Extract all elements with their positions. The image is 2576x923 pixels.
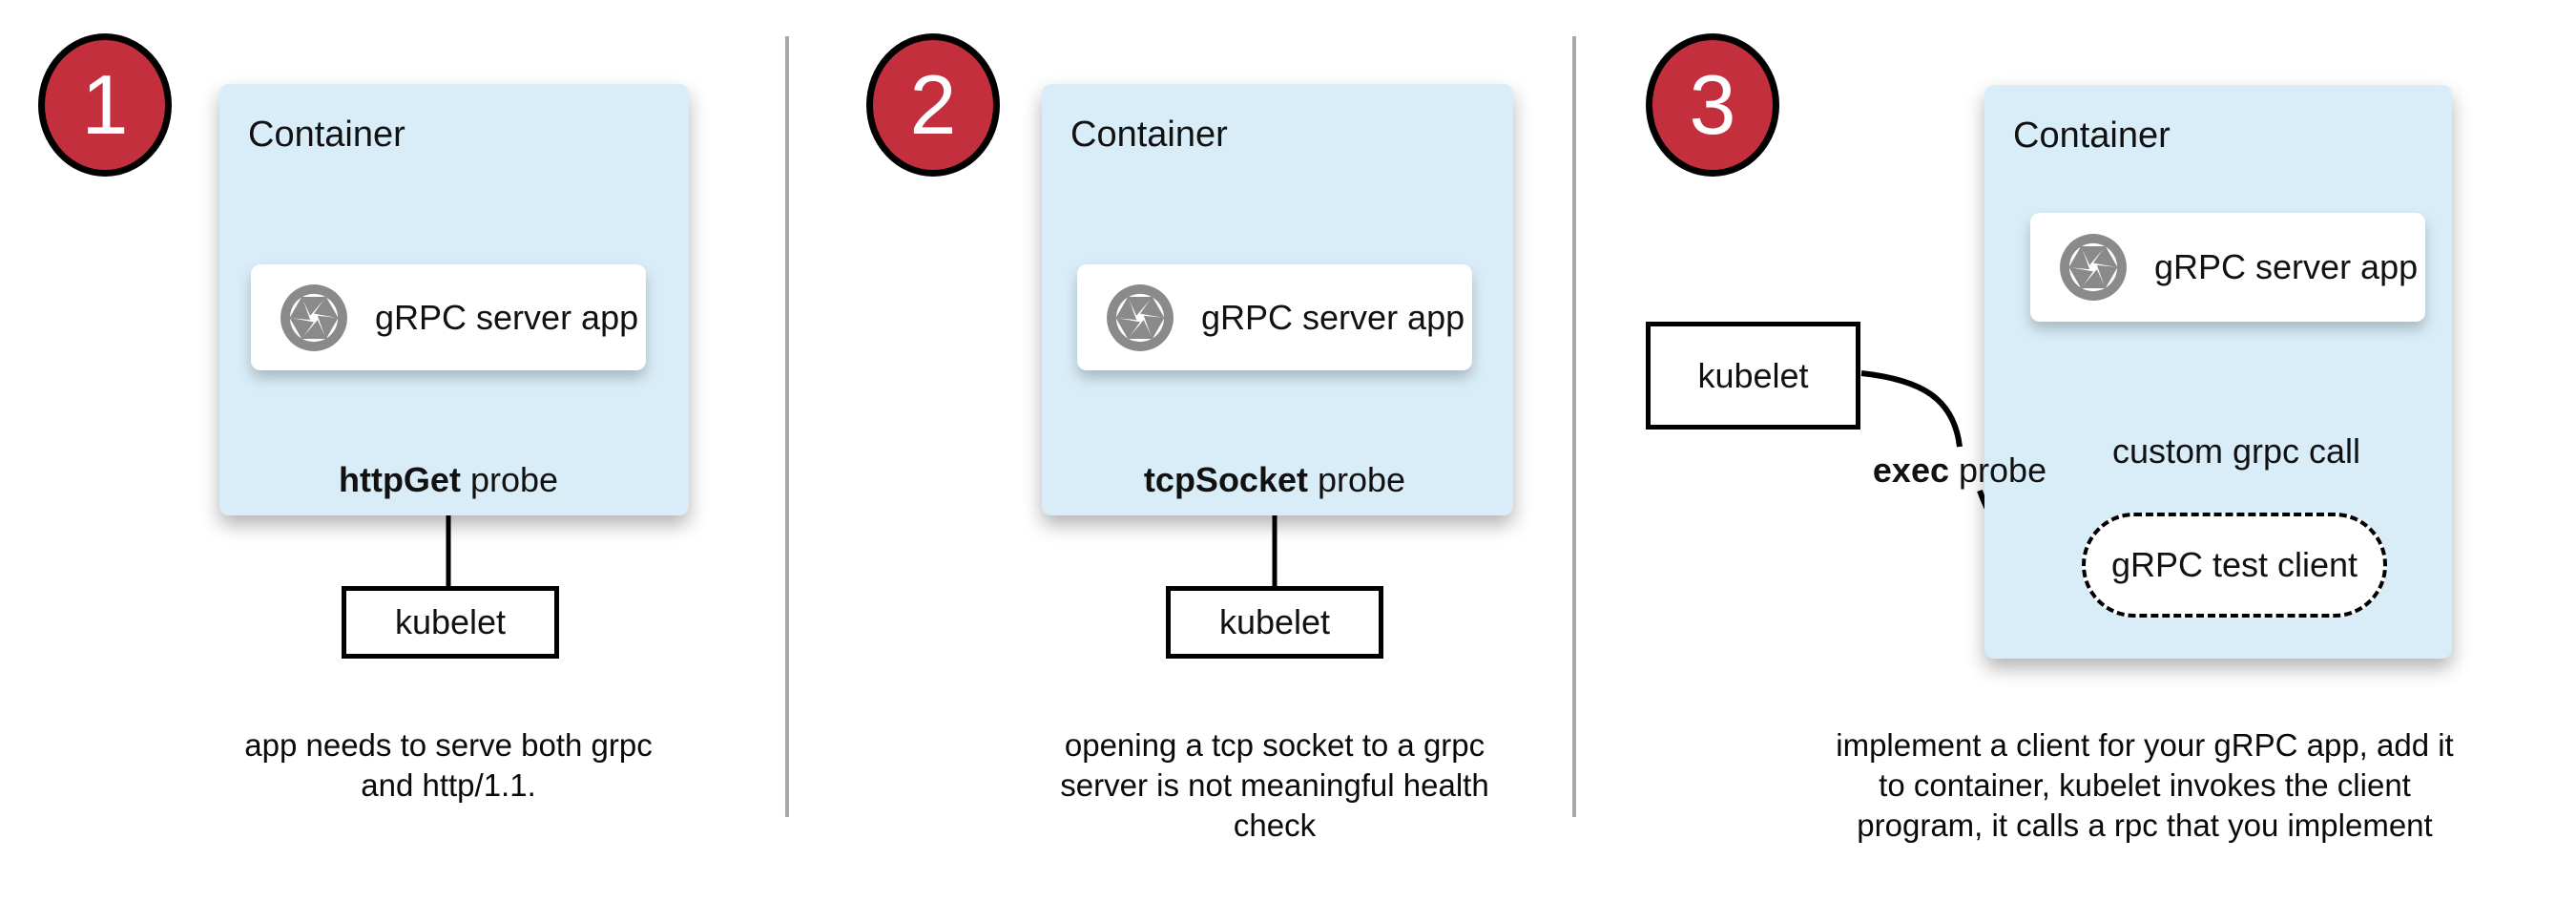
grpc-server-app-card: gRPC server app — [1077, 264, 1472, 370]
panel-divider-2 — [1572, 36, 1576, 817]
grpc-server-app-card: gRPC server app — [251, 264, 646, 370]
step-2-badge: 2 — [866, 33, 1000, 177]
step-1-badge: 1 — [38, 33, 172, 177]
httpget-probe-label: httpGet probe — [339, 460, 558, 500]
container-label: Container — [1070, 115, 1228, 155]
grpc-app-icon — [278, 282, 350, 354]
tcpsocket-probe-label: tcpSocket probe — [1144, 460, 1405, 500]
panel-1-caption: app needs to serve both grpc and http/1.… — [181, 725, 716, 806]
caption-line: implement a client for your gRPC app, ad… — [1836, 727, 2454, 763]
kubelet-box-3: kubelet — [1646, 322, 1860, 430]
kubelet-label: kubelet — [394, 602, 507, 641]
grpc-server-app-label: gRPC server app — [375, 297, 639, 337]
grpc-test-client-box: gRPC test client — [2082, 513, 2387, 618]
step-number: 1 — [81, 57, 129, 152]
container-box-1: Container gRPC server app — [219, 84, 689, 515]
grpc-server-app-card: gRPC server app — [2030, 213, 2425, 322]
grpc-server-app-label: gRPC server app — [1201, 297, 1465, 337]
container-label: Container — [248, 115, 405, 155]
grpc-server-app-label: gRPC server app — [2154, 247, 2419, 286]
caption-line: to container, kubelet invokes the client — [1879, 767, 2411, 803]
probe-type: httpGet — [338, 460, 461, 499]
panel-3-caption: implement a client for your gRPC app, ad… — [1811, 725, 2479, 846]
caption-line: opening a tcp socket to a grpc — [1064, 727, 1485, 763]
caption-line: server is not meaningful health — [1060, 767, 1489, 803]
kubelet-box-2: kubelet — [1166, 586, 1383, 659]
kubelet-label: kubelet — [1218, 602, 1331, 641]
caption-line: and http/1.1. — [361, 767, 536, 803]
container-label: Container — [2013, 115, 2171, 156]
caption-line: program, it calls a rpc that you impleme… — [1857, 808, 2433, 843]
container-box-2: Container gRPC server app — [1042, 84, 1513, 515]
kubelet-box-1: kubelet — [342, 586, 559, 659]
step-3-badge: 3 — [1646, 33, 1779, 177]
caption-line: check — [1233, 808, 1317, 843]
caption-line: app needs to serve both grpc — [244, 727, 653, 763]
probe-type: exec — [1872, 451, 1950, 490]
probe-word: probe — [1949, 451, 2047, 490]
grpc-app-icon — [2057, 231, 2129, 304]
panel-divider-1 — [785, 36, 789, 817]
exec-probe-label: exec probe — [1873, 451, 2046, 491]
grpc-app-icon — [1104, 282, 1176, 354]
probe-word: probe — [460, 460, 559, 499]
custom-grpc-call-label: custom grpc call — [2111, 431, 2361, 471]
step-number: 3 — [1689, 57, 1736, 152]
grpc-test-client-label: gRPC test client — [2110, 545, 2358, 584]
step-number: 2 — [909, 57, 957, 152]
probe-word: probe — [1307, 460, 1406, 499]
probe-type: tcpSocket — [1143, 460, 1308, 499]
kubelet-label: kubelet — [1697, 355, 1809, 395]
panel-2-caption: opening a tcp socket to a grpc server is… — [1008, 725, 1542, 846]
